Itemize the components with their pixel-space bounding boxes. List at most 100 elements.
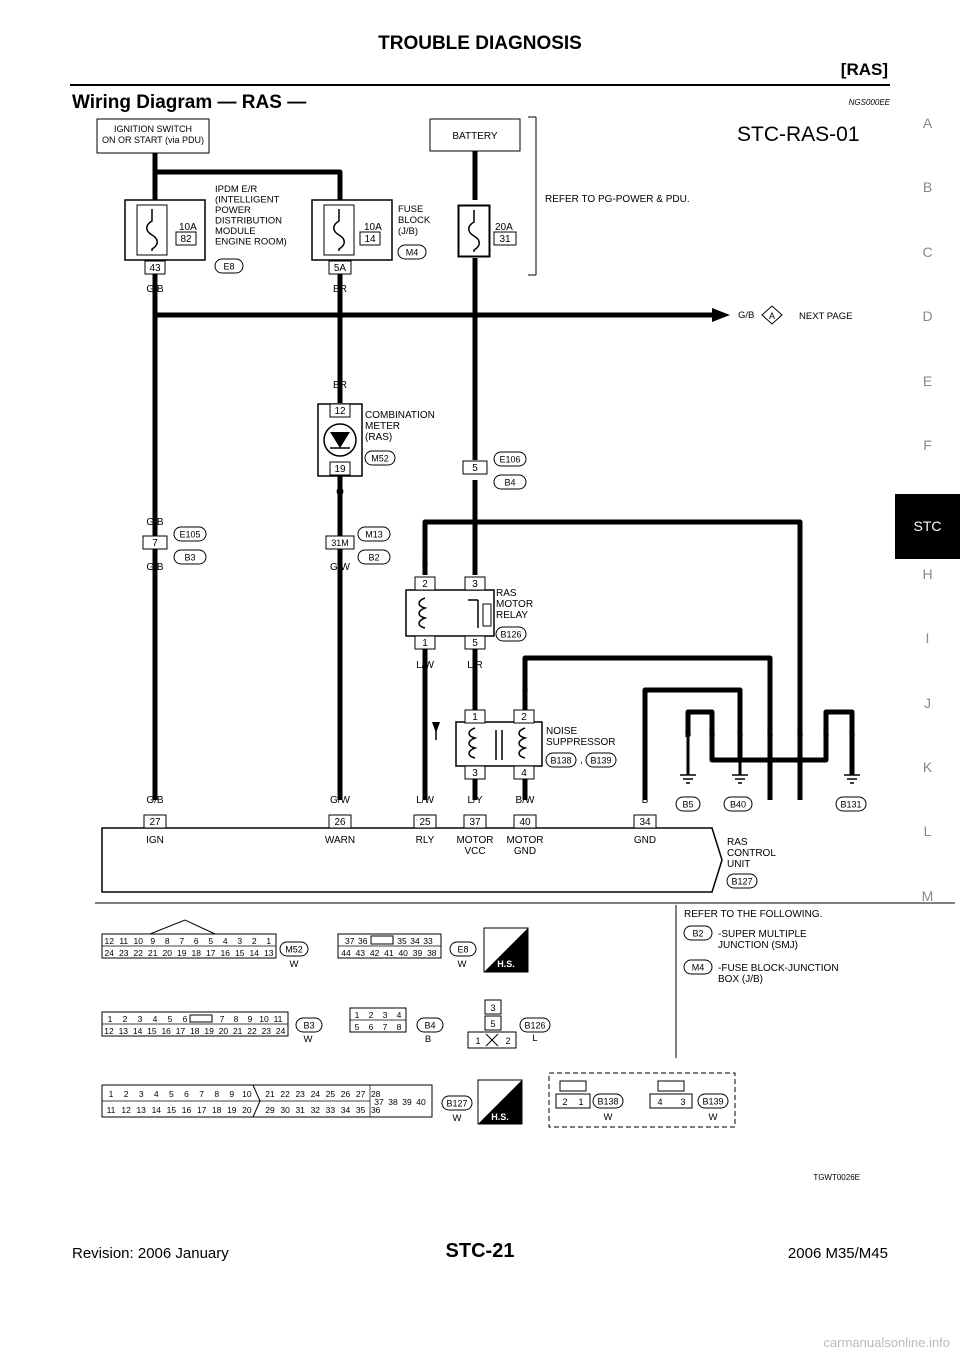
face-pin-e8: 36 [358,936,368,946]
face-pin-e8: 44 [341,948,351,958]
conn-b5-badge [675,796,701,812]
refer-text: JUNCTION (SMJ) [718,940,798,951]
conn-b3: B3 [184,553,195,563]
face-pin-b3: 12 [104,1026,114,1036]
conn-face-b4-pin: 1 [355,1010,360,1020]
face-conn-b126: B126 [524,1021,545,1031]
side-tab-i[interactable]: I [925,630,930,647]
unit-term-label: GND [514,846,536,857]
face-pin-b127: 24 [311,1089,321,1099]
e106-pin: 5 [472,463,478,474]
conn-face-b4-pin: 6 [369,1022,374,1032]
conn-face-b4-pin: 3 [383,1010,388,1020]
face-pin-b3: 15 [147,1026,157,1036]
ras-control-unit-outline [101,827,723,893]
side-tab-d[interactable]: D [922,308,933,325]
side-tab-m[interactable]: M [921,887,934,904]
face-conn-e8-badge [449,941,477,957]
warning-lamp-icon [330,432,350,448]
conn-b127-badge [726,873,758,889]
meter-pin-out: 19 [334,464,346,475]
conn-e105: E105 [179,530,200,540]
face-pin-b127: 14 [152,1105,162,1115]
refer-following-title: REFER TO THE FOLLOWING. [684,909,822,920]
face-pin-b3: 17 [176,1026,186,1036]
face-pin-b127: 9 [229,1089,234,1099]
face-pin-b127: 17 [197,1105,207,1115]
side-tab-a[interactable]: A [922,115,933,131]
face-pin-b127: 5 [169,1089,174,1099]
conn-b126-badge [495,626,527,642]
conn-e8-badge [214,258,244,274]
conn-face-b4-pin: 2 [369,1010,374,1020]
ipdm-label: MODULE [215,226,256,237]
suppressor-pin-2-box [513,709,535,724]
face-conn-b138: B138 [597,1097,618,1107]
next-page-wire: G/B [738,310,754,321]
face-pin-b127: 32 [311,1105,321,1115]
side-tab-f[interactable]: F [923,436,932,453]
suppressor-label: NOISE [546,726,577,737]
conn-b131: B131 [840,800,861,810]
conn-face-m52-pin: 20 [163,948,173,958]
refer-text: BOX (J/B) [718,974,763,985]
m13-pin-box [325,535,355,550]
conn-m13: M13 [365,530,383,540]
face-pin-b3: 23 [262,1026,272,1036]
relay-pin-3: 3 [472,579,478,590]
ignition-switch-label: IGNITION SWITCH [114,124,192,134]
refer-conn-b2-badge [683,925,713,941]
ipdm-label: (INTELLIGENT [215,195,280,206]
footer-revision: Revision: 2006 January [72,1245,229,1262]
suppressor-wire-top: B [522,684,529,695]
fuse-block-label: BLOCK [398,215,431,226]
side-tab-e[interactable]: E [922,372,933,389]
conn-face-m52-pin: 1 [266,936,271,946]
conn-face-b126 [484,1015,502,1031]
face-pin-b3: 20 [219,1026,229,1036]
ignition-wire-fuse-block [155,169,343,200]
side-tab-stc[interactable]: STC [895,494,960,559]
relay-wire-b: B [422,558,429,569]
conn-b131-badge [835,796,867,812]
unit-wire-26: G/W [330,795,351,806]
side-tab-j[interactable]: J [924,694,931,711]
section-code: NGS000EE [848,98,890,107]
meter-label: COMBINATION [365,410,435,421]
face-color-b4: B [425,1034,431,1045]
face-pin-b127: 26 [341,1089,351,1099]
side-tab-k[interactable]: K [922,758,933,775]
face-pin-b127: 37 [374,1097,384,1107]
unit-term-label: IGN [146,835,164,846]
meter-pin-in: 12 [334,406,346,417]
relay-label: MOTOR [496,599,533,610]
face-pin-b127: 25 [326,1089,336,1099]
face-pin-e8: 38 [427,948,437,958]
unit-pin-34-box [633,814,657,829]
face-pin-b139: 3 [680,1097,685,1107]
side-tab-c[interactable]: C [922,243,933,260]
conn-b139-badge [585,752,617,768]
conn-face-m52-pin: 8 [165,936,170,946]
unit-pin-27-box [143,814,167,829]
face-pin-b127: 30 [280,1105,290,1115]
fuse3-number: 31 [499,234,511,245]
face-pin-b139: 4 [657,1097,662,1107]
face-pin-b127: 11 [107,1105,116,1115]
side-tab-l[interactable]: L [923,823,932,840]
m13-pin: 31M [331,538,349,548]
face-pin-e8: 34 [410,936,420,946]
side-tab-h[interactable]: H [922,565,933,582]
fuse1-number-box [175,231,197,246]
fuse3-number-box [493,231,517,246]
conn-face-m52-pin: 3 [237,936,242,946]
conn-b2: B2 [368,553,379,563]
relay-pin-5: 5 [472,638,478,649]
side-tab-b[interactable]: B [922,179,933,196]
relay-pin-2-box [414,576,436,591]
fuse-block-terminal: 5A [334,263,347,274]
unit-pin-27: 27 [149,817,161,828]
conn-face-b4-pin: 5 [355,1022,360,1032]
meter-label: METER [365,421,400,432]
comma: , [580,755,583,766]
